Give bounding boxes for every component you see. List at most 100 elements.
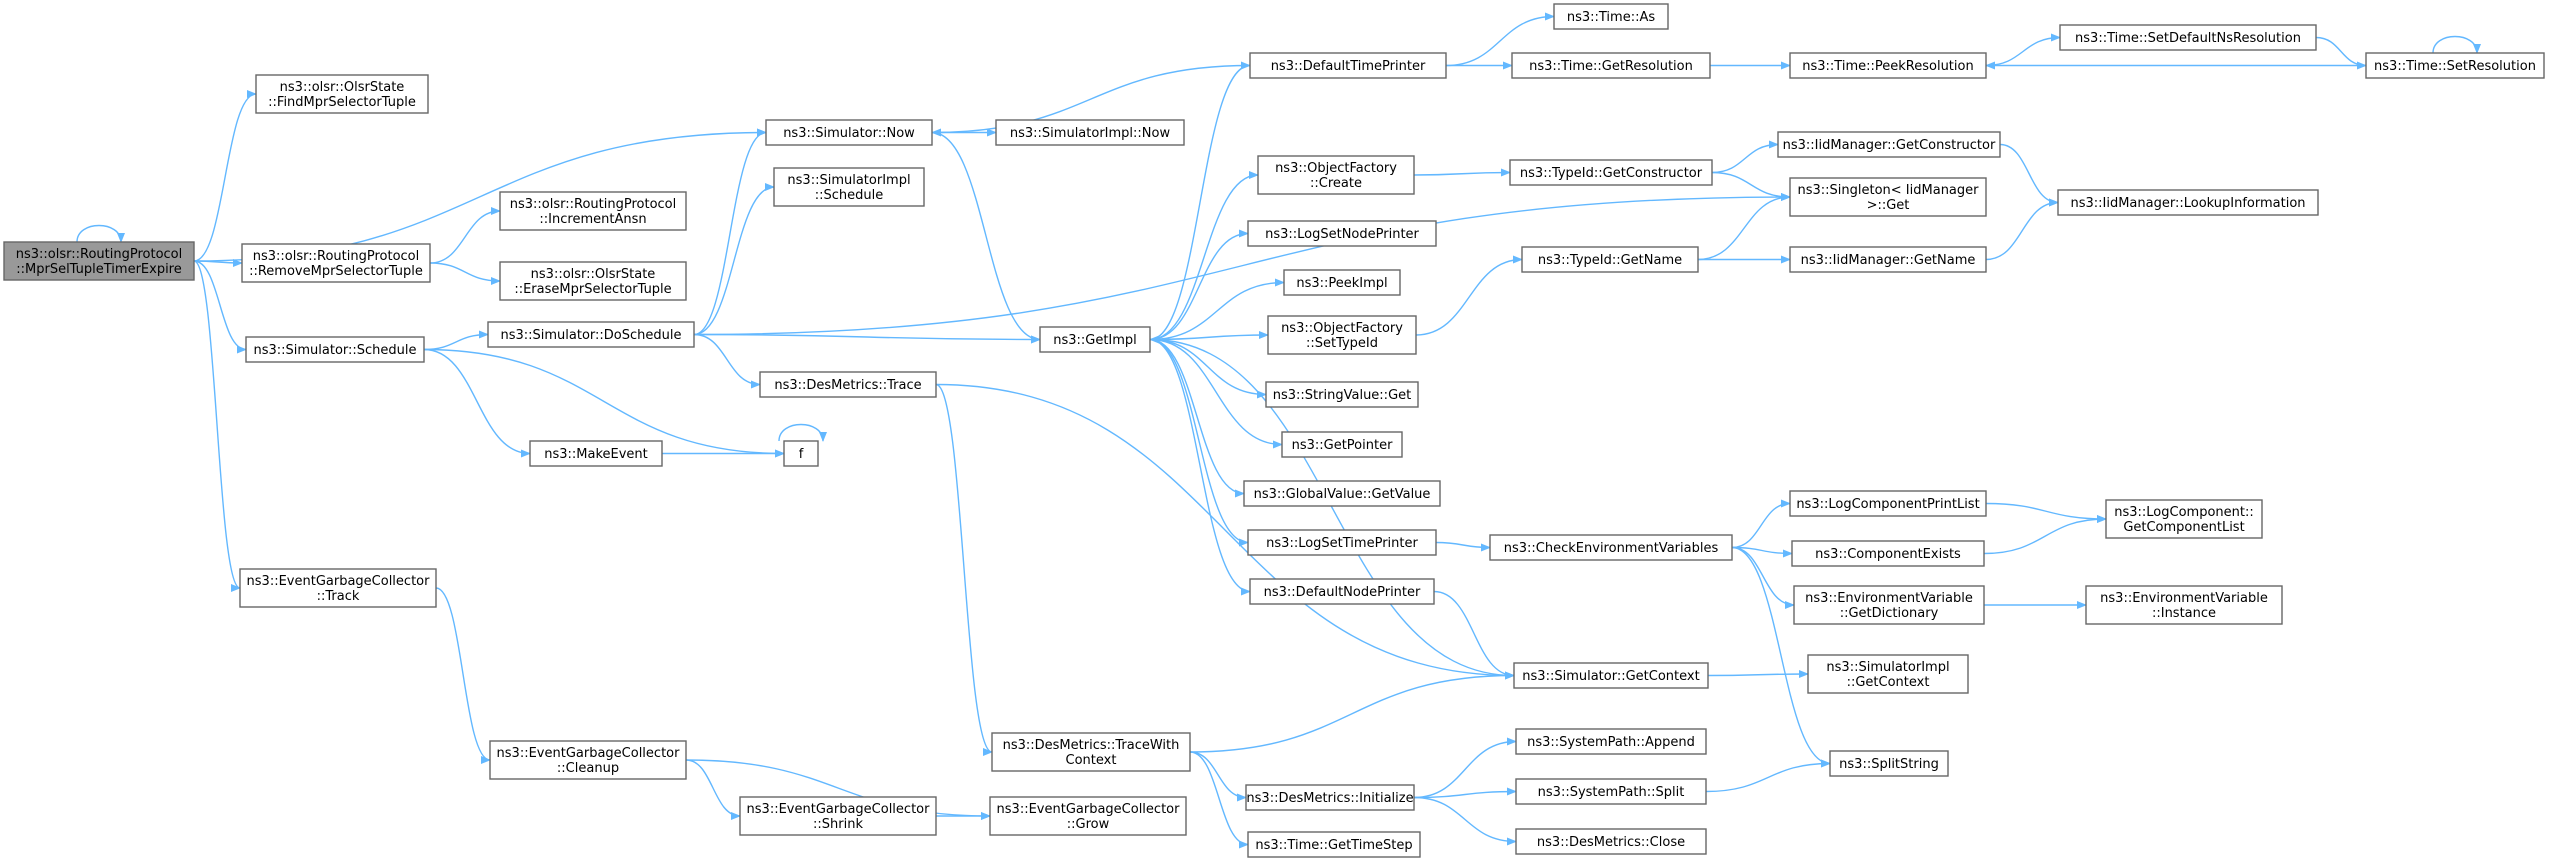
node-box[interactable] [1789,52,1987,79]
node-box[interactable] [2057,189,2319,216]
graph-node-gvGetValue[interactable]: ns3::GlobalValue::GetValue [1243,480,1441,507]
graph-node-makeEvent[interactable]: ns3::MakeEvent [529,440,663,467]
node-box[interactable] [239,568,437,608]
node-box[interactable] [1267,315,1417,355]
graph-node-desClose[interactable]: ns3::DesMetrics::Close [1515,828,1707,855]
node-box[interactable] [1489,534,1733,561]
node-box[interactable] [1249,52,1447,79]
node-box[interactable] [2365,52,2545,79]
node-box[interactable] [759,371,937,398]
graph-node-getRes[interactable]: ns3::Time::GetResolution [1511,52,1711,79]
graph-node-egcShrink[interactable]: ns3::EventGarbageCollector::Shrink [739,796,937,836]
node-box[interactable] [1807,654,1969,694]
graph-node-doSchedule[interactable]: ns3::Simulator::DoSchedule [487,321,695,348]
node-box[interactable] [1789,490,1987,517]
graph-node-f[interactable]: f [783,440,819,467]
graph-node-spAppend[interactable]: ns3::SystemPath::Append [1515,728,1707,755]
graph-node-ofCreate[interactable]: ns3::ObjectFactory::Create [1257,155,1415,195]
graph-node-typeGetName[interactable]: ns3::TypeId::GetName [1521,246,1699,273]
node-box[interactable] [773,167,925,207]
graph-node-iidGetCtor[interactable]: ns3::IidManager::GetConstructor [1777,131,2001,158]
node-box[interactable] [245,336,425,363]
node-box[interactable] [1039,326,1151,353]
graph-node-getPointer[interactable]: ns3::GetPointer [1281,431,1403,458]
graph-node-logSetNode[interactable]: ns3::LogSetNodePrinter [1247,220,1437,247]
node-box[interactable] [529,440,663,467]
node-box[interactable] [1793,585,1985,625]
graph-node-setRes[interactable]: ns3::Time::SetResolution [2365,52,2545,79]
graph-node-implNow[interactable]: ns3::SimulatorImpl::Now [995,119,1185,146]
graph-node-simGetCtx[interactable]: ns3::Simulator::GetContext [1513,662,1709,689]
graph-node-timeAs[interactable]: ns3::Time::As [1553,3,1669,30]
graph-node-logSetTime[interactable]: ns3::LogSetTimePrinter [1247,529,1437,556]
node-box[interactable] [1257,155,1415,195]
graph-node-desInit[interactable]: ns3::DesMetrics::Initialize [1245,784,1415,811]
graph-node-getImpl[interactable]: ns3::GetImpl [1039,326,1151,353]
node-box[interactable] [1515,778,1707,805]
node-box[interactable] [1789,177,1987,217]
node-box[interactable] [255,74,429,114]
graph-node-implGetCtx[interactable]: ns3::SimulatorImpl::GetContext [1807,654,1969,694]
graph-node-splitString[interactable]: ns3::SplitString [1829,750,1949,777]
graph-node-getCtor[interactable]: ns3::TypeId::GetConstructor [1509,159,1713,186]
node-box[interactable] [1511,52,1711,79]
graph-node-singleton[interactable]: ns3::Singleton< IidManager>::Get [1789,177,1987,217]
node-box[interactable] [989,796,1187,836]
node-box[interactable] [2085,585,2283,625]
graph-node-root[interactable]: ns3::olsr::RoutingProtocol::MprSelTupleT… [3,241,195,281]
node-box[interactable] [1283,269,1401,296]
node-box[interactable] [1777,131,2001,158]
graph-node-desTrace[interactable]: ns3::DesMetrics::Trace [759,371,937,398]
node-box[interactable] [499,261,687,301]
graph-node-removeMpr[interactable]: ns3::olsr::RoutingProtocol::RemoveMprSel… [241,243,431,283]
graph-node-incAnsn[interactable]: ns3::olsr::RoutingProtocol::IncrementAns… [499,191,687,231]
node-box[interactable] [1243,480,1441,507]
node-box[interactable] [1265,381,1419,408]
node-box[interactable] [1281,431,1403,458]
node-box[interactable] [1515,828,1707,855]
node-box[interactable] [1521,246,1699,273]
node-box[interactable] [1513,662,1709,689]
node-box[interactable] [1247,831,1421,858]
graph-node-peekRes[interactable]: ns3::Time::PeekResolution [1789,52,1987,79]
graph-node-envInst[interactable]: ns3::EnvironmentVariable::Instance [2085,585,2283,625]
graph-node-findMpr[interactable]: ns3::olsr::OlsrState::FindMprSelectorTup… [255,74,429,114]
graph-node-checkEnv[interactable]: ns3::CheckEnvironmentVariables [1489,534,1733,561]
node-box[interactable] [2105,499,2263,539]
node-box[interactable] [1515,728,1707,755]
graph-node-egcTrack[interactable]: ns3::EventGarbageCollector::Track [239,568,437,608]
node-box[interactable] [499,191,687,231]
graph-node-simSchedule[interactable]: ns3::Simulator::Schedule [245,336,425,363]
node-box[interactable] [1249,578,1435,605]
node-box[interactable] [739,796,937,836]
node-box[interactable] [1247,529,1437,556]
node-box[interactable] [783,440,819,467]
node-box[interactable] [1553,3,1669,30]
graph-node-getTimeStep[interactable]: ns3::Time::GetTimeStep [1247,831,1421,858]
graph-node-ofSetType[interactable]: ns3::ObjectFactory::SetTypeId [1267,315,1417,355]
graph-node-spSplit[interactable]: ns3::SystemPath::Split [1515,778,1707,805]
node-box[interactable] [1789,246,1987,273]
graph-node-logCompList[interactable]: ns3::LogComponent::GetComponentList [2105,499,2263,539]
node-box[interactable] [991,732,1191,772]
node-box[interactable] [1509,159,1713,186]
graph-node-strGet[interactable]: ns3::StringValue::Get [1265,381,1419,408]
node-box[interactable] [241,243,431,283]
graph-node-egcGrow[interactable]: ns3::EventGarbageCollector::Grow [989,796,1187,836]
node-box[interactable] [1791,540,1985,567]
node-box[interactable] [1245,784,1415,811]
graph-node-setDefNs[interactable]: ns3::Time::SetDefaultNsResolution [2059,24,2317,51]
node-box[interactable] [489,740,687,780]
graph-node-iidGetName[interactable]: ns3::IidManager::GetName [1789,246,1987,273]
node-box[interactable] [995,119,1185,146]
graph-node-eraseMpr[interactable]: ns3::olsr::OlsrState::EraseMprSelectorTu… [499,261,687,301]
node-box[interactable] [3,241,195,281]
node-box[interactable] [765,119,933,146]
node-box[interactable] [487,321,695,348]
graph-node-egcCleanup[interactable]: ns3::EventGarbageCollector::Cleanup [489,740,687,780]
graph-node-logCompPrint[interactable]: ns3::LogComponentPrintList [1789,490,1987,517]
node-box[interactable] [2059,24,2317,51]
graph-node-compExists[interactable]: ns3::ComponentExists [1791,540,1985,567]
node-box[interactable] [1829,750,1949,777]
